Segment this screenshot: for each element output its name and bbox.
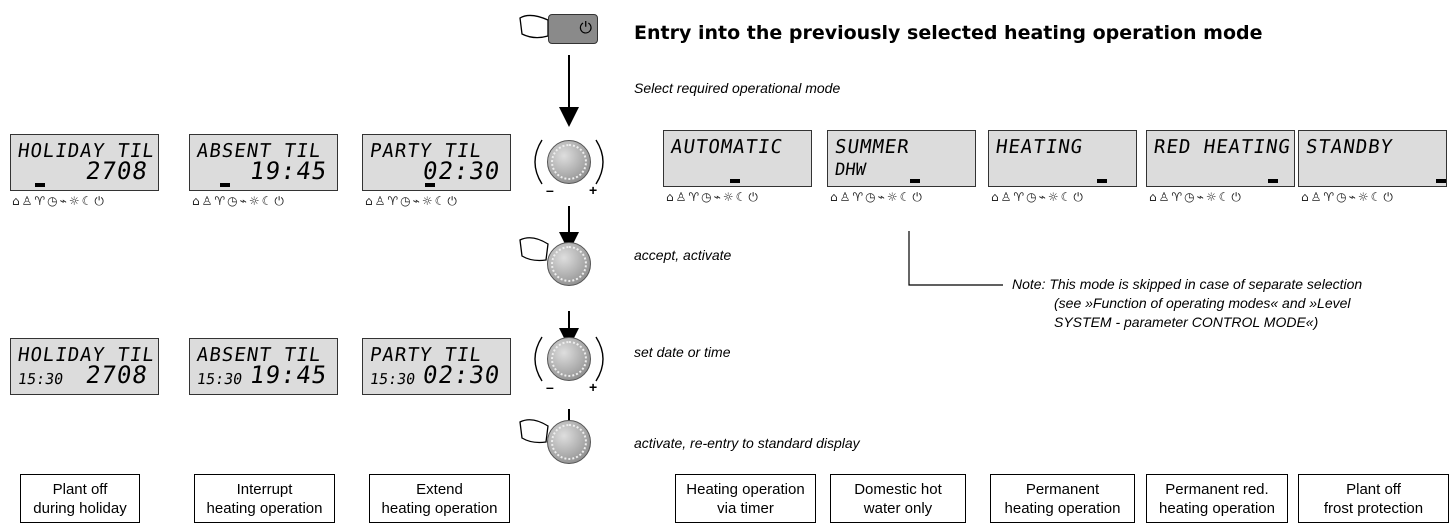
lcd-text: AUTOMATIC [669, 136, 785, 158]
lcd-mode-icons: ⌂♙♈◷⌁☼☾⏻ [12, 194, 106, 208]
hand-2 [519, 237, 549, 262]
rotary-dial-set[interactable] [547, 337, 591, 381]
standby-button[interactable]: ⏻ [548, 14, 598, 44]
lcd-value: 02:30 [420, 361, 502, 389]
caption-line-1: Permanent red. [1165, 480, 1269, 498]
lcd-subtext: DHW [833, 160, 868, 180]
caption-line-2: heating operation [381, 499, 498, 517]
lcd-text: HEATING [994, 136, 1085, 158]
dial-press-final[interactable] [547, 420, 591, 464]
step-activate-reentry: activate, re-entry to standard display [634, 435, 860, 451]
lcd-text: SUMMER [833, 136, 912, 158]
lcd-holiday-set: HOLIDAY TIL 15:30 2708 [10, 338, 159, 395]
caption-line-1: Domestic hot [854, 480, 942, 498]
lcd-mode-icons: ⌂♙♈◷⌁☼☾⏻ [830, 190, 924, 204]
caption-line-2: heating operation [1004, 499, 1121, 517]
lcd-value: 2708 [84, 361, 150, 389]
lcd-mode-icons: ⌂♙♈◷⌁☼☾⏻ [666, 190, 760, 204]
lcd-time: 15:30 [16, 370, 65, 388]
lcd-party-set: PARTY TIL 15:30 02:30 [362, 338, 511, 395]
note-leader-line [908, 231, 1003, 286]
lcd-value: 19:45 [247, 361, 329, 389]
hand-3 [519, 419, 549, 444]
page-title: Entry into the previously selected heati… [634, 22, 1263, 44]
note-line-1: Note: This mode is skipped in case of se… [1012, 276, 1363, 292]
lcd-party-select: PARTY TIL 02:30 [362, 134, 511, 191]
lcd-absent-select: ABSENT TIL 19:45 [189, 134, 338, 191]
caption-line-2: heating operation [206, 499, 323, 517]
dial-minus: – [546, 182, 554, 198]
note-line-3: SYSTEM - parameter CONTROL MODE«) [1054, 314, 1319, 330]
power-icon: ⏻ [579, 20, 592, 37]
lcd-red-heating: RED HEATING [1146, 130, 1295, 187]
lcd-time: 15:30 [195, 370, 244, 388]
lcd-mode-icons: ⌂♙♈◷⌁☼☾⏻ [1149, 190, 1243, 204]
lcd-mode-icons: ⌂♙♈◷⌁☼☾⏻ [192, 194, 286, 208]
hand-1 [519, 14, 549, 39]
caption-line-2: via timer [717, 499, 774, 517]
lcd-automatic: AUTOMATIC [663, 130, 812, 187]
lcd-mode-icons: ⌂♙♈◷⌁☼☾⏻ [365, 194, 459, 208]
caption-line-1: Plant off [52, 480, 108, 498]
lcd-time: 15:30 [368, 370, 417, 388]
lcd-value: 19:45 [247, 157, 329, 185]
caption-line-1: Interrupt [236, 480, 293, 498]
lcd-absent-set: ABSENT TIL 15:30 19:45 [189, 338, 338, 395]
caption-line-1: Heating operation [686, 480, 805, 498]
dial-plus: + [589, 182, 598, 198]
lcd-holiday-select: HOLIDAY TIL 2708 [10, 134, 159, 191]
caption-line-1: Plant off [1346, 480, 1401, 498]
caption-line-2: heating operation [1159, 499, 1275, 517]
caption-line-2: frost protection [1323, 499, 1424, 517]
dial-press[interactable] [547, 242, 591, 286]
lcd-text: STANDBY [1304, 136, 1395, 158]
note: Note: This mode is skipped in case of se… [1012, 275, 1362, 332]
caption-red-heating: Permanent red.heating operation [1146, 474, 1288, 523]
step-set-date: set date or time [634, 344, 731, 360]
lcd-summer: SUMMER DHW [827, 130, 976, 187]
lcd-heating: HEATING [988, 130, 1137, 187]
lcd-text: RED HEATING [1152, 136, 1293, 158]
lcd-mode-icons: ⌂♙♈◷⌁☼☾⏻ [991, 190, 1085, 204]
caption-line-2: during holiday [33, 499, 127, 517]
caption-line-1: Permanent [1025, 480, 1100, 498]
step-select-mode: Select required operational mode [634, 80, 841, 96]
note-line-2: (see »Function of operating modes« and »… [1054, 295, 1351, 311]
rotary-dial[interactable] [547, 140, 591, 184]
step-accept: accept, activate [634, 247, 732, 263]
lcd-mode-icons: ⌂♙♈◷⌁☼☾⏻ [1301, 190, 1395, 204]
lcd-standby: STANDBY [1298, 130, 1447, 187]
dial-plus-2: + [589, 379, 598, 395]
caption-line-2: water only [863, 499, 933, 517]
caption-line-1: Extend [416, 480, 463, 498]
lcd-value: 02:30 [420, 157, 502, 185]
lcd-value: 2708 [84, 157, 150, 185]
dial-minus-2: – [546, 379, 554, 395]
